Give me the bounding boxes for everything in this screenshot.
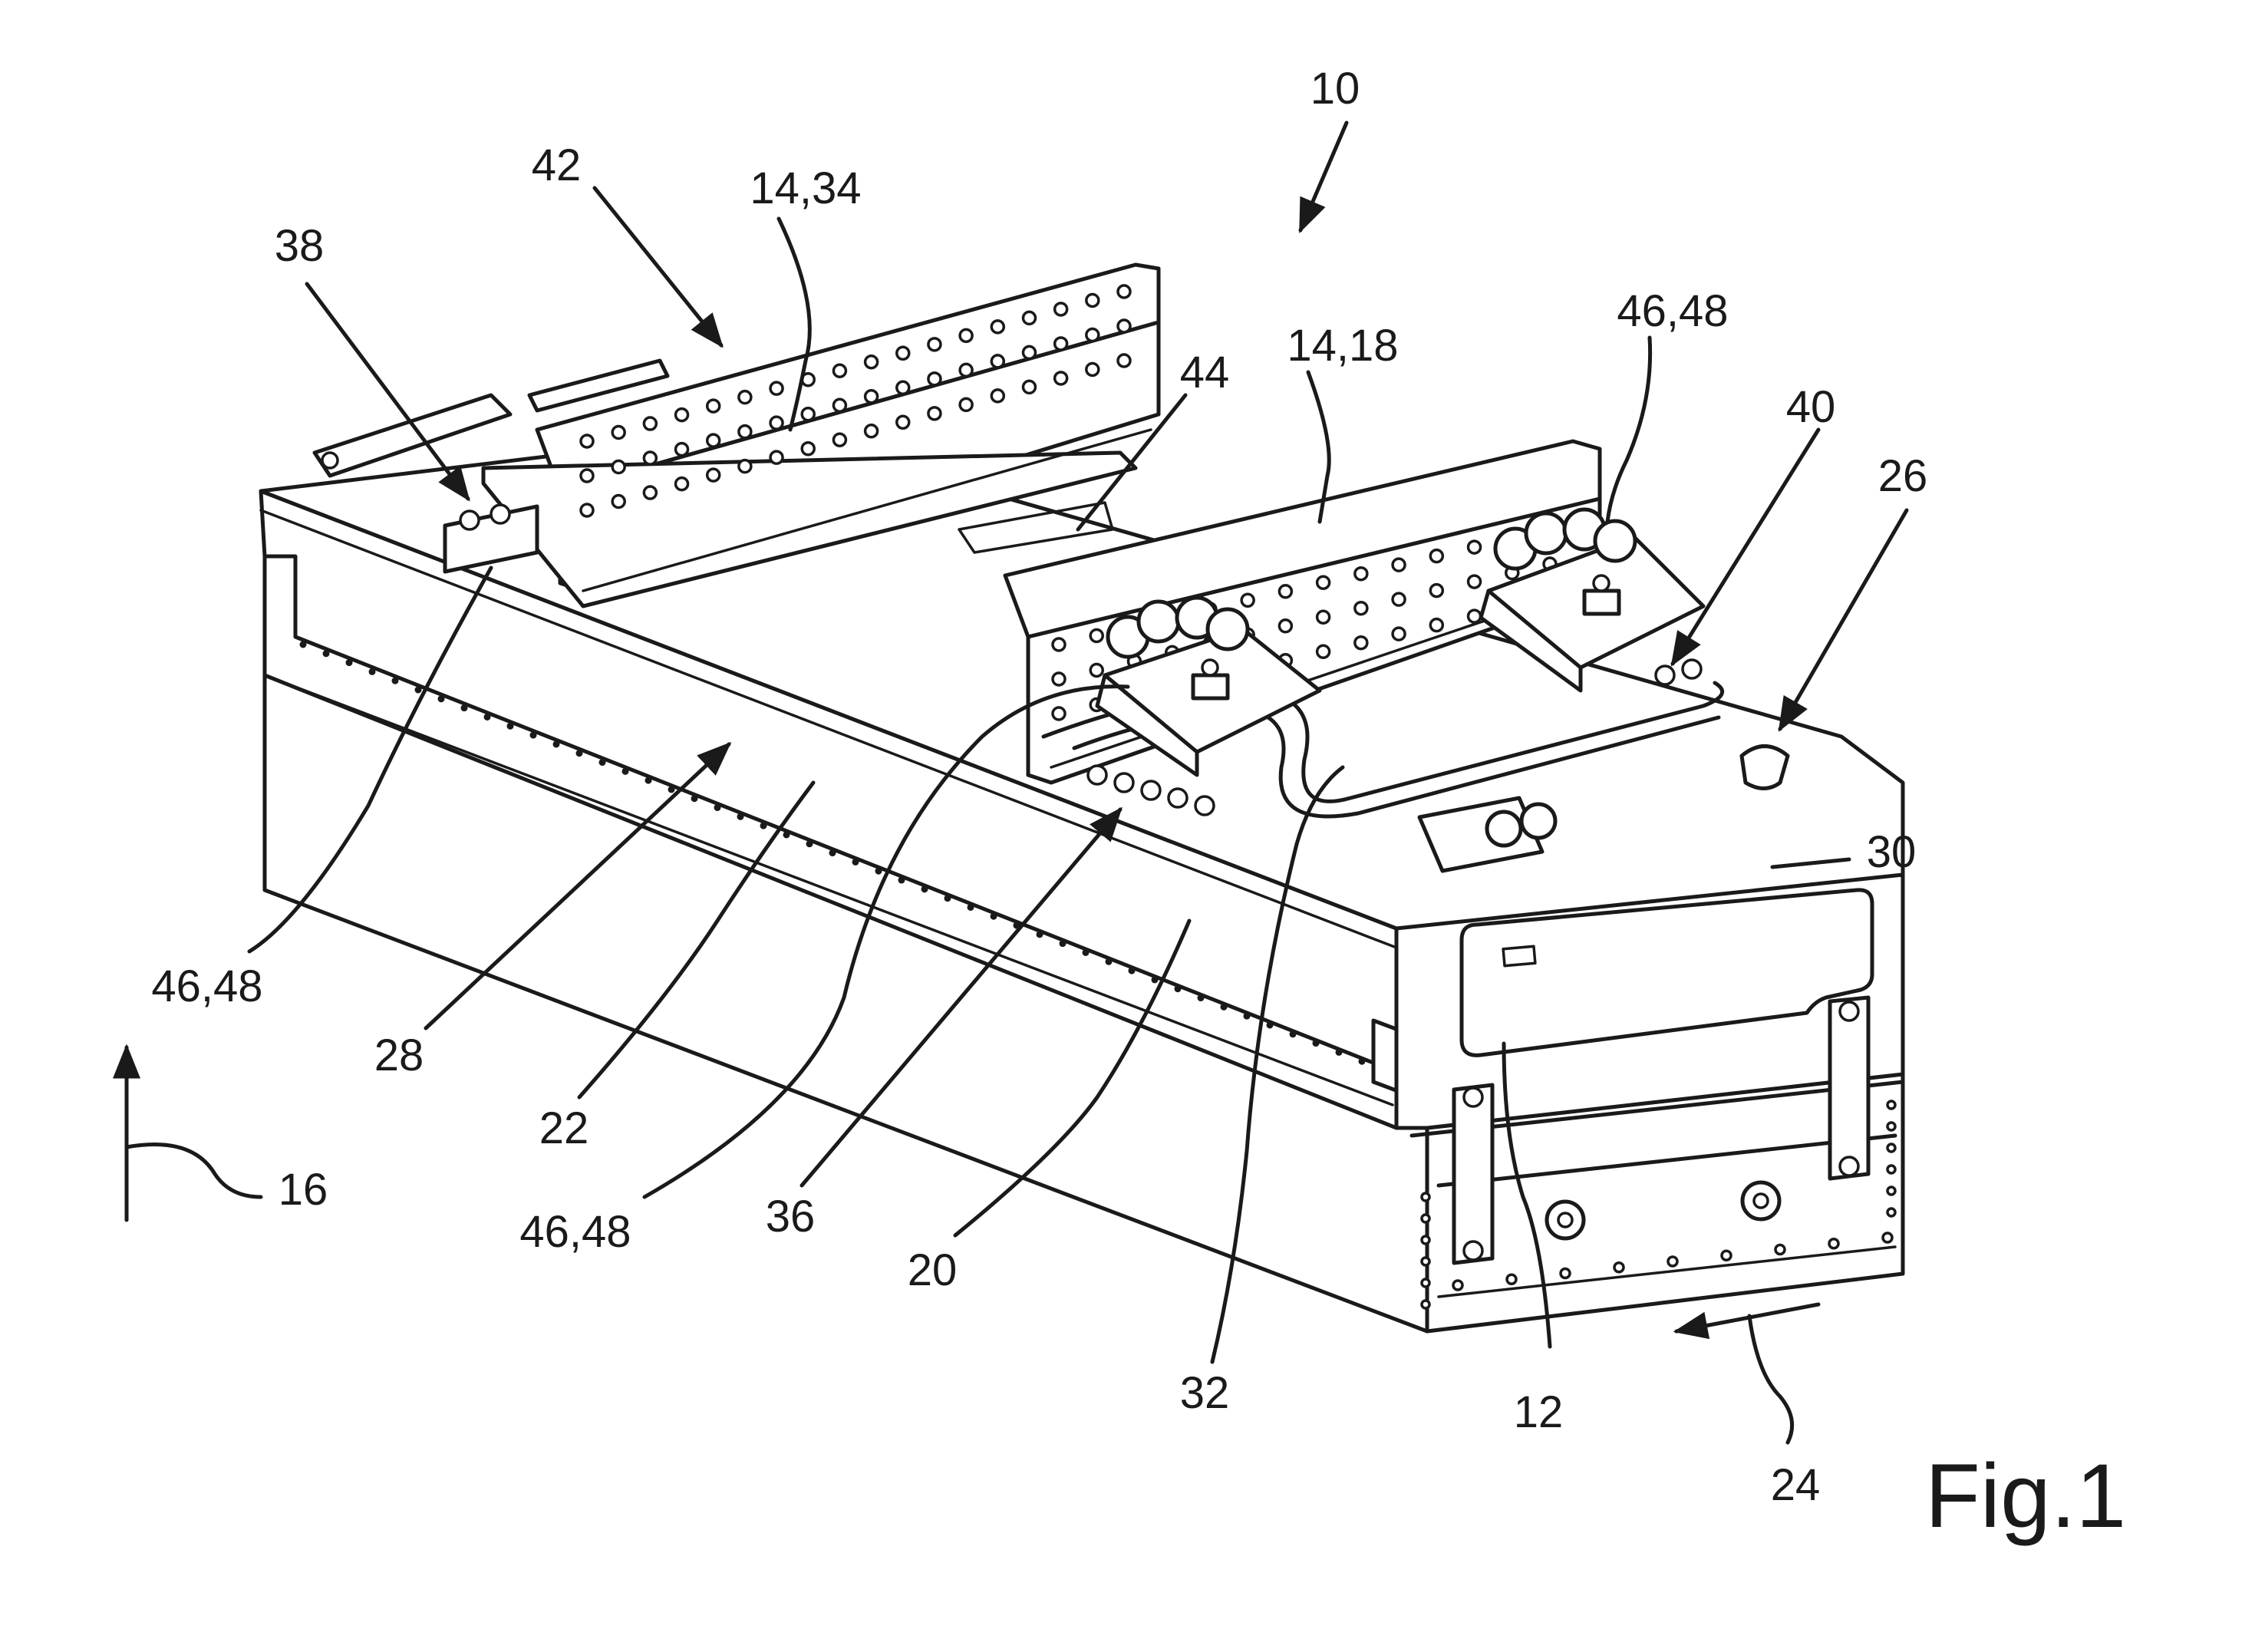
direction-arrow-16 [113,1044,263,1222]
label-40: 40 [1786,382,1836,432]
reference-numerals: 10 42 14,34 38 46,48 14,18 44 40 26 30 4… [151,64,2126,1547]
direction-arrow-24 [1673,1302,1821,1445]
bolt-cluster-40 [1654,658,1703,686]
label-28: 28 [374,1030,424,1080]
label-26: 26 [1878,451,1928,501]
latch-strap-right [1828,995,1871,1181]
end-face-fasteners [1420,1100,1897,1310]
label-20: 20 [908,1245,958,1295]
floor-plate-44 [958,501,1114,554]
rail-holes [579,284,1132,518]
label-36: 36 [766,1192,816,1241]
label-10: 10 [1310,64,1360,114]
bolt-cluster-36 [1086,764,1215,816]
label-16: 16 [279,1165,328,1215]
mounting-block-right [1479,507,1706,693]
label-22: 22 [539,1103,589,1153]
label-46-48-top-right: 46,48 [1617,286,1728,336]
label-46-48-left: 46,48 [151,961,262,1011]
latch-strap-left [1452,1083,1495,1265]
star-knob-left [1545,1199,1586,1241]
label-42: 42 [532,140,582,190]
rail-14-34 [312,262,1161,608]
side-rivet-row [299,641,1389,1074]
lid-connector [1417,744,1790,873]
star-knob-right [1740,1180,1782,1222]
label-14-34: 14,34 [750,163,861,213]
label-12: 12 [1514,1387,1564,1437]
label-30: 30 [1867,827,1917,877]
label-46-48-bottom: 46,48 [519,1207,631,1257]
label-38: 38 [275,221,325,271]
end-panel-30 [1459,888,1874,1057]
leader-lines [247,120,1909,1364]
label-44: 44 [1180,348,1230,397]
figure-caption: Fig.1 [1925,1446,2126,1547]
label-14-18: 14,18 [1287,321,1398,371]
label-32: 32 [1180,1368,1230,1418]
label-24: 24 [1771,1460,1821,1510]
mounting-block-center [1095,595,1322,777]
